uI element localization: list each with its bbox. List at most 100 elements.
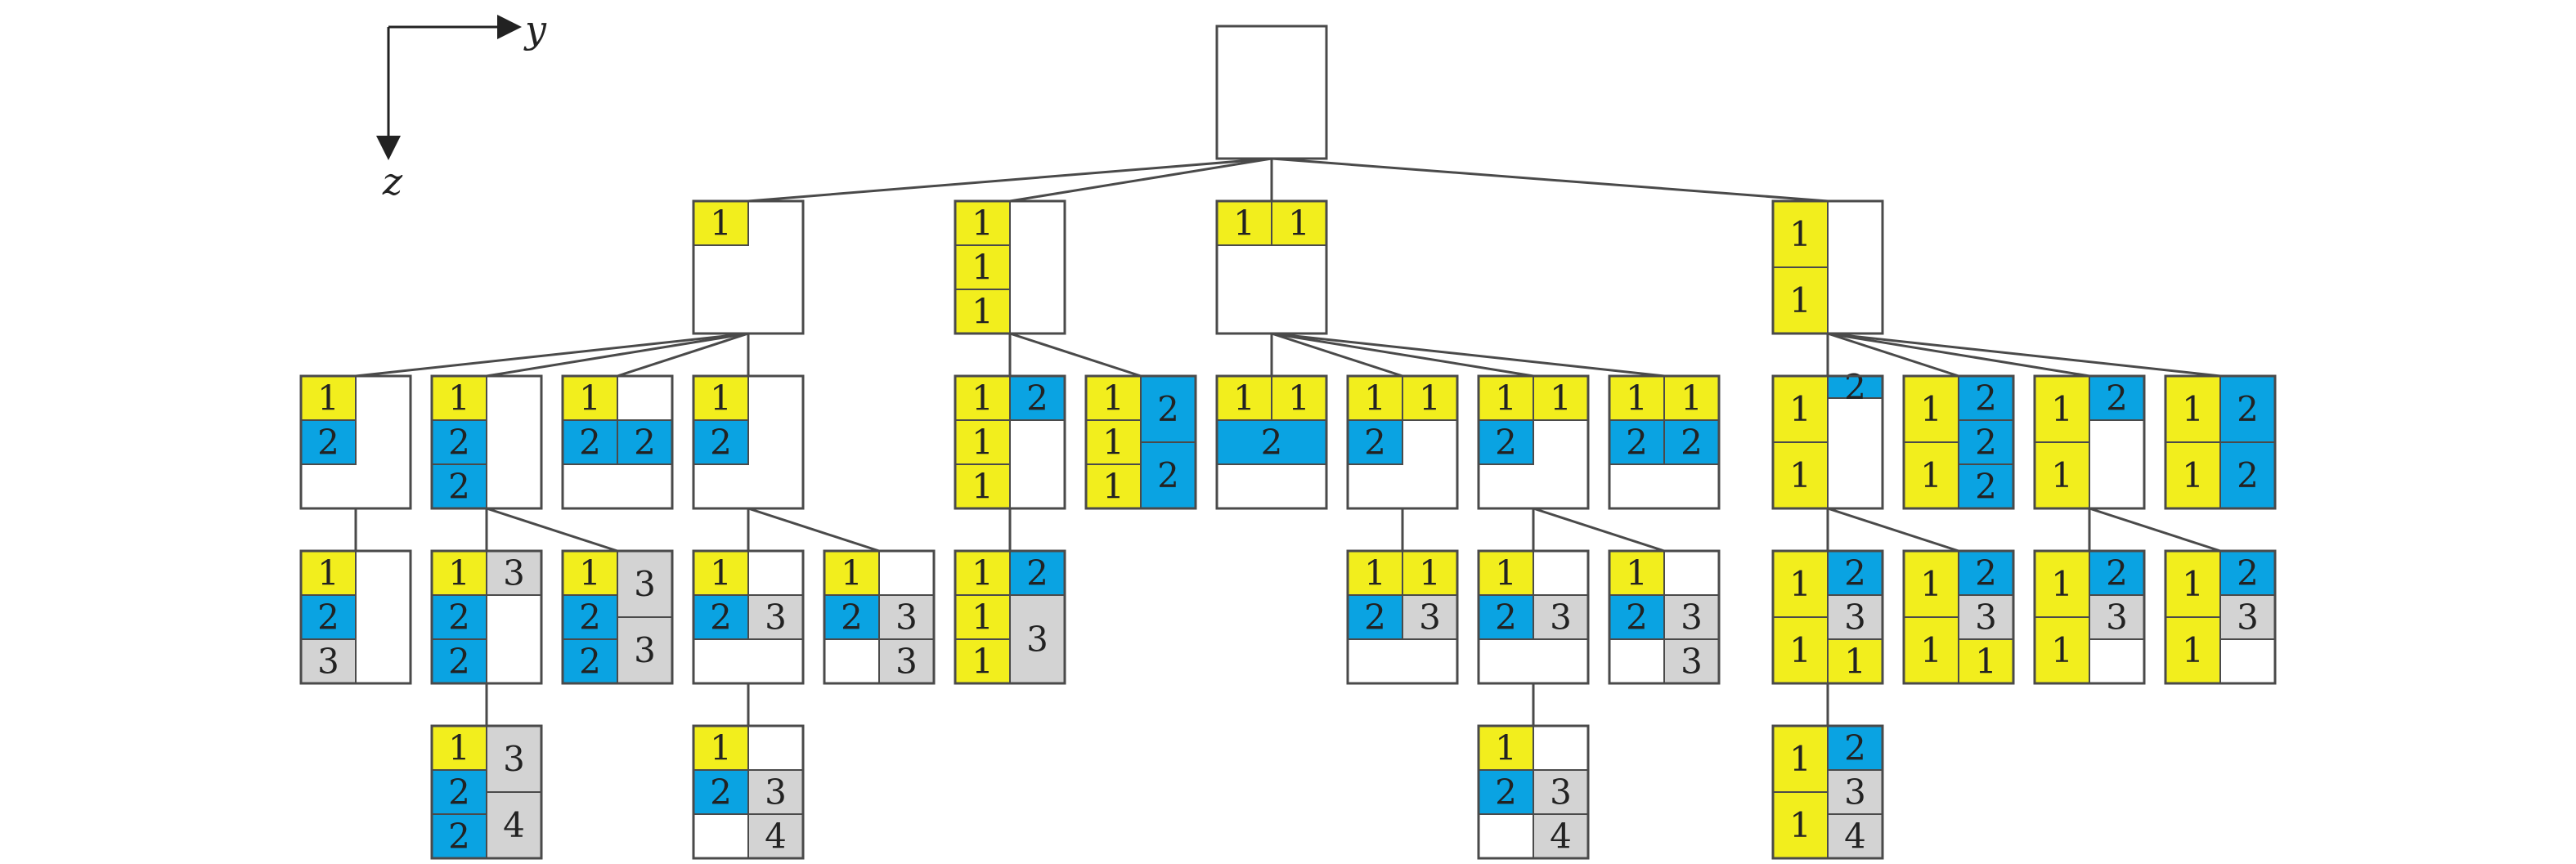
cell-label: 2: [448, 642, 470, 682]
cell-block: [1903, 616, 1959, 684]
cell-label: 2: [1364, 598, 1386, 638]
cell-label: 2: [1975, 467, 1997, 507]
tree-edge: [486, 332, 749, 378]
cell-label: 2: [710, 598, 732, 638]
node-border: [1902, 549, 2015, 685]
cell-label: 1: [1550, 378, 1572, 419]
cell-label: 1: [710, 204, 732, 244]
cell-label: 4: [503, 805, 525, 845]
cell-label: 2: [1975, 553, 1997, 593]
tree-edge: [1009, 332, 1142, 378]
cell-label: 1: [1495, 378, 1517, 419]
cell-label: 3: [1681, 598, 1703, 638]
cell-label: 3: [1550, 772, 1572, 813]
cell-block: [2034, 616, 2090, 684]
cell-label: 1: [1288, 378, 1310, 419]
tree-node: [1215, 25, 1328, 160]
cell-label: 3: [1550, 598, 1572, 638]
node-border: [954, 199, 1066, 335]
cell-label: 1: [2182, 630, 2204, 670]
cell-block: [1533, 594, 1589, 640]
cell-block: [954, 200, 1011, 246]
cell-block: [1533, 375, 1589, 421]
cell-block: [1533, 769, 1589, 815]
cell-label: 3: [895, 598, 918, 638]
cell-label: 1: [841, 553, 863, 593]
cell-label: 4: [1550, 817, 1572, 857]
cell-label: 1: [710, 728, 732, 768]
z-axis-label: z: [382, 159, 403, 204]
node-border: [1771, 724, 1884, 860]
cell-label: 2: [1975, 378, 1997, 419]
cell-label: 1: [1920, 389, 1942, 429]
node-border: [2033, 549, 2146, 685]
cell-label: 1: [972, 378, 994, 419]
cell-label: 2: [1844, 367, 1866, 407]
cell-label: 3: [503, 553, 525, 593]
cell-label: 2: [1495, 598, 1517, 638]
node-border: [1215, 199, 1328, 335]
node-border: [1902, 374, 2015, 510]
cell-block: [1827, 769, 1883, 815]
cell-label: 1: [448, 728, 470, 768]
node-border: [1215, 374, 1328, 510]
cell-label: 3: [317, 642, 339, 682]
cell-block: [693, 769, 749, 815]
cell-label: 1: [1920, 630, 1942, 670]
cell-block: [747, 769, 804, 815]
cell-label: 2: [1261, 423, 1283, 463]
tree-edge: [1271, 332, 1665, 378]
cell-label: 1: [972, 642, 994, 682]
cell-label: 1: [1419, 553, 1441, 593]
cell-label: 3: [765, 772, 787, 813]
cell-label: 3: [1975, 598, 1997, 638]
cell-label: 2: [1495, 772, 1517, 813]
cell-block: [1478, 375, 1534, 421]
cell-label: 2: [579, 423, 601, 463]
cell-label: 3: [765, 598, 787, 638]
cell-label: 1: [579, 378, 601, 419]
tree-edges: [354, 157, 2221, 726]
cell-block: [1772, 441, 1829, 509]
cell-block: [617, 419, 673, 465]
node-border: [299, 374, 412, 510]
tree-node: 122: [430, 374, 543, 510]
cell-label: 2: [1626, 598, 1648, 638]
tree-edge: [1271, 332, 1534, 378]
cell-label: 2: [2106, 553, 2128, 593]
node-border: [2033, 374, 2146, 510]
cell-block: [1663, 638, 1720, 684]
cell-label: 1: [579, 553, 601, 593]
cell-block: [693, 375, 749, 421]
tree-node: 112: [1771, 367, 1884, 510]
cell-label: 1: [1102, 378, 1124, 419]
cell-block: [1085, 375, 1142, 421]
node-border: [954, 374, 1066, 510]
tree-node: 1: [692, 199, 805, 335]
cell-label: 3: [1026, 620, 1048, 660]
cell-label: 1: [972, 467, 994, 507]
cell-label: 1: [1789, 389, 1811, 429]
cell-label: 1: [972, 204, 994, 244]
cell-block: [1478, 594, 1534, 640]
node-border: [692, 724, 805, 860]
cell-label: 3: [1681, 642, 1703, 682]
cell-block: [1347, 375, 1403, 421]
cell-label: 1: [1233, 204, 1255, 244]
tree-edge: [2089, 507, 2221, 553]
cell-label: 1: [1920, 455, 1942, 495]
